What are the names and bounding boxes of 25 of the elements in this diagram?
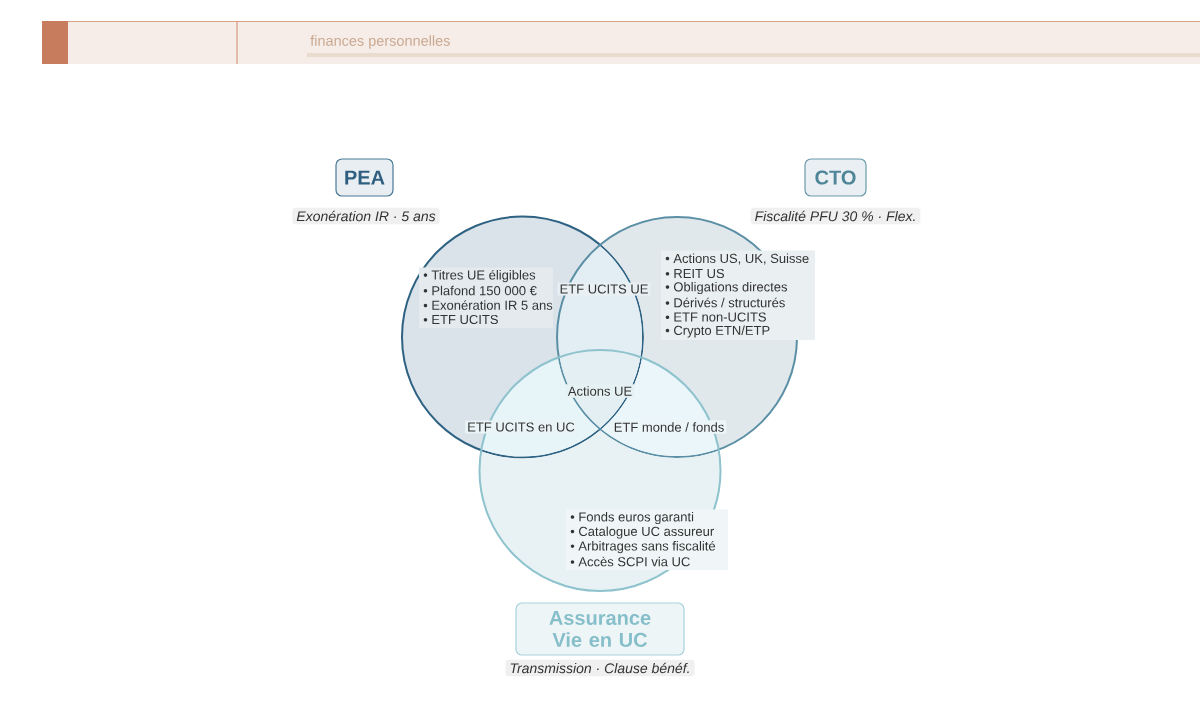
heading-box: CTO xyxy=(804,158,867,197)
overlap-label: Actions UE xyxy=(565,384,635,398)
list-item: • Exonération IR 5 ans xyxy=(423,300,553,310)
tagline: finances personnelles xyxy=(310,35,450,49)
list-item: • Titres UE éligibles xyxy=(423,269,536,283)
subtitle-tag: Fiscalité PFU 30 % · Flex. xyxy=(750,207,921,225)
subtitle-tag: Exonération IR · 5 ans xyxy=(292,207,440,225)
list-item: • Crypto ETN/ETP xyxy=(665,325,770,338)
list-item: • Arbitrages sans fiscalité xyxy=(570,540,716,554)
subtitle-tag: Transmission · Clause bénéf. xyxy=(505,659,695,677)
overlap-label: ETF UCITS UE xyxy=(557,282,651,296)
overlap-label: ETF monde / fonds xyxy=(611,420,727,434)
list-item: • Accès SCPI via UC xyxy=(570,556,690,567)
list-item: • Fonds euros garanti xyxy=(570,511,694,525)
list-item: • Plafond 150 000 € xyxy=(423,285,537,296)
list-item: • ETF non-UCITS xyxy=(665,312,766,322)
list-item: • Obligations directes xyxy=(665,281,788,295)
list-item: • ETF UCITS xyxy=(423,314,498,325)
overlap-label: ETF UCITS en UC xyxy=(465,420,577,434)
list-item: • Dérivés / structurés xyxy=(665,297,785,308)
list-item: • Actions US, UK, Suisse xyxy=(665,253,809,265)
list-item: • Catalogue UC assureur xyxy=(570,526,714,539)
list-item: • REIT US xyxy=(665,268,725,279)
heading-box: Assurance Vie en UC xyxy=(515,602,685,656)
heading-box: PEA xyxy=(335,158,394,197)
